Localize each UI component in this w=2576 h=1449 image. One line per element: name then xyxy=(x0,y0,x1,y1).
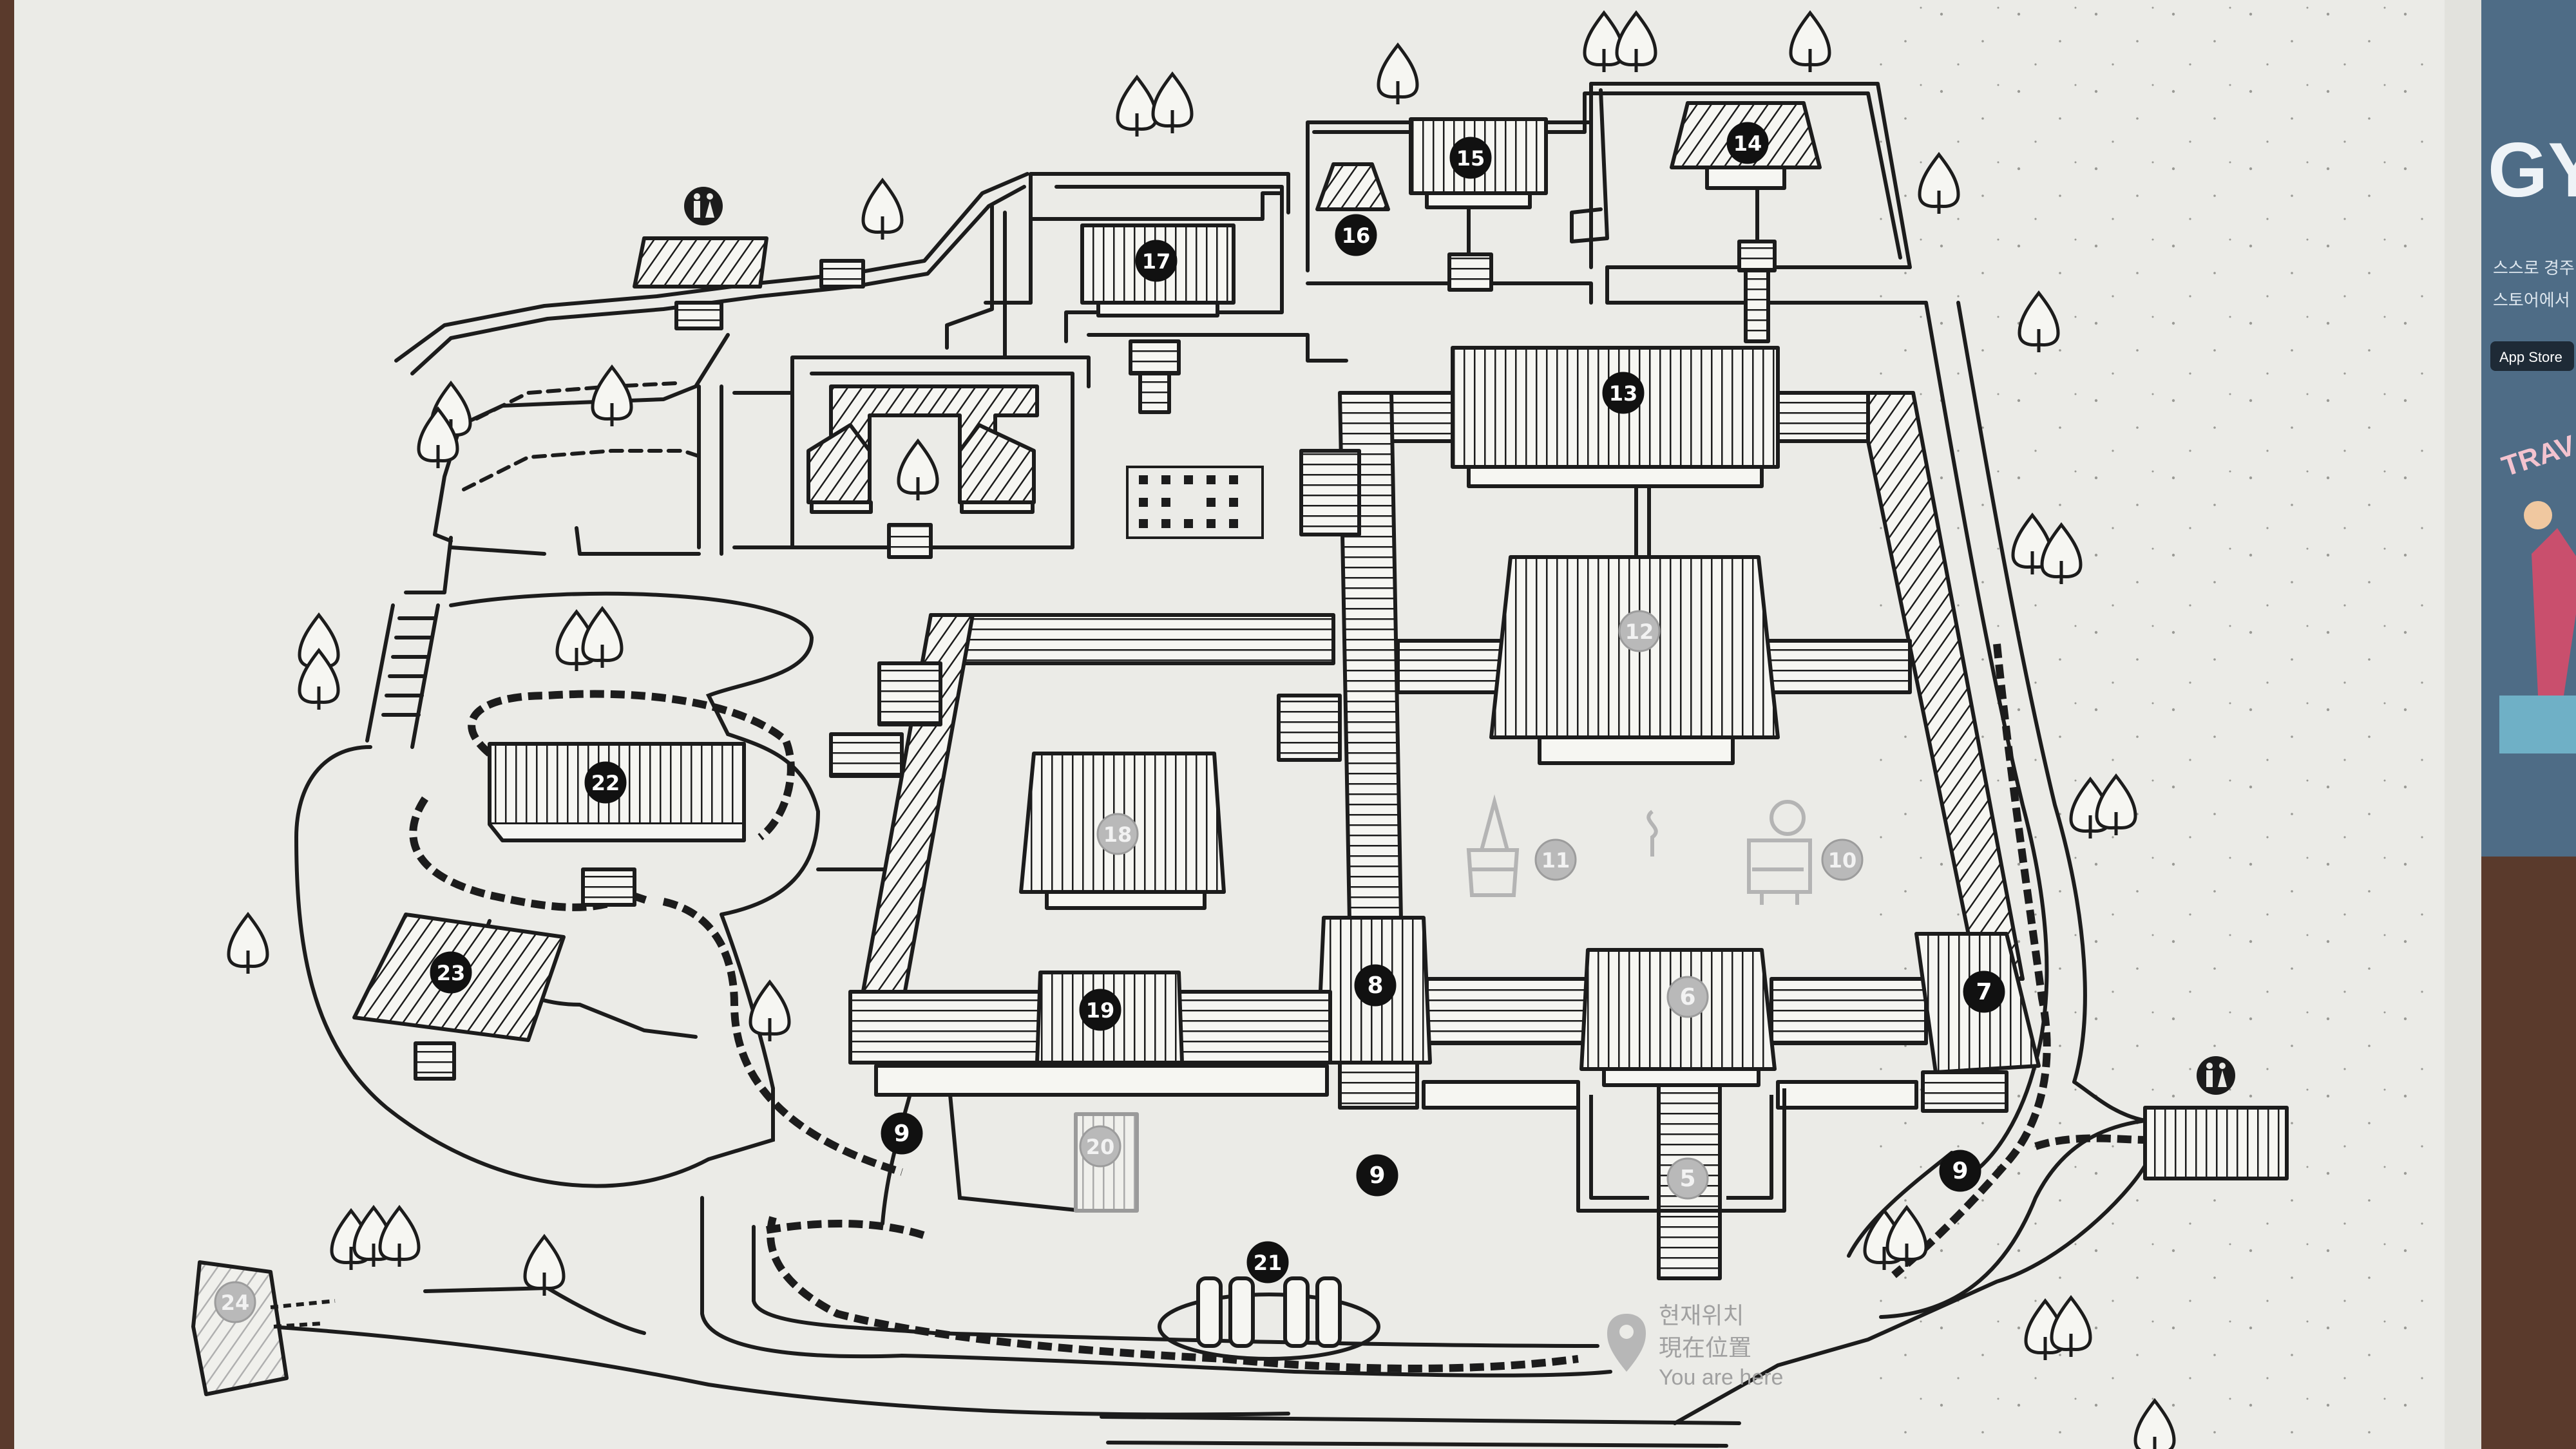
poster-text-line2: 스토어에서 xyxy=(2493,290,2570,310)
side-poster: GY 스스로 경주 스토어에서 App Store TRAV xyxy=(2481,0,2576,1449)
map-marker-number: 11 xyxy=(1541,848,1570,873)
map-marker-number: 20 xyxy=(1086,1135,1115,1159)
map-marker-number: 19 xyxy=(1086,998,1115,1023)
map-marker-badge xyxy=(1821,838,1864,881)
map-marker-badge xyxy=(1079,989,1121,1031)
map-marker-number: 9 xyxy=(1369,1162,1385,1189)
map-marker-badge xyxy=(1335,214,1377,256)
map-marker-badge xyxy=(430,951,472,994)
map-markers: 14 15 16 17 13 12 22 18 11 10 23 8 6 7 19 9 20 9 5 9 21 24 xyxy=(214,122,2005,1323)
map-marker-number: 16 xyxy=(1342,223,1371,248)
poster-text-line1: 스스로 경주 xyxy=(2493,258,2575,278)
here-label-ko: 현재위치 xyxy=(1659,1302,1744,1329)
map-marker-badge xyxy=(1135,240,1178,282)
map-marker-badge xyxy=(1666,1157,1709,1200)
map-marker-badge xyxy=(1079,1125,1121,1168)
map-marker-badge xyxy=(1354,964,1397,1007)
map-marker-badge xyxy=(1356,1154,1398,1197)
map-marker-badge xyxy=(1246,1241,1289,1283)
here-label-en: You are here xyxy=(1659,1365,1783,1390)
map-marker-badge xyxy=(1726,122,1769,164)
map-marker-number: 23 xyxy=(437,961,466,985)
map-marker-badge xyxy=(881,1112,923,1155)
map-marker-number: 9 xyxy=(1952,1158,1968,1184)
map-marker-badge xyxy=(1602,372,1645,414)
map-marker-number: 21 xyxy=(1254,1251,1283,1275)
map-marker-number: 5 xyxy=(1679,1166,1695,1192)
map-marker-number: 9 xyxy=(893,1121,910,1147)
poster-store-badge: App Store xyxy=(2499,349,2562,365)
here-label-cjk: 現在位置 xyxy=(1659,1334,1751,1361)
map-marker-badge xyxy=(1666,976,1709,1018)
map-marker-badge xyxy=(214,1281,256,1323)
map-marker-badge xyxy=(1618,610,1661,652)
poster-brand-text: GY xyxy=(2488,127,2576,213)
restroom-icon xyxy=(2197,1056,2235,1095)
location-pin-icon xyxy=(1607,1314,1646,1372)
map-marker-number: 17 xyxy=(1142,249,1171,274)
map-marker-number: 15 xyxy=(1456,146,1485,171)
map-marker-badge xyxy=(1963,971,2005,1013)
map-marker-number: 22 xyxy=(591,771,620,795)
map-marker-number: 12 xyxy=(1625,620,1654,644)
map-marker-number: 8 xyxy=(1367,972,1383,999)
map-marker-number: 6 xyxy=(1679,984,1695,1010)
restroom-icon xyxy=(684,187,723,225)
map-marker-badge xyxy=(1939,1150,1981,1192)
map-marker-number: 14 xyxy=(1733,131,1762,156)
map-marker-badge xyxy=(1096,813,1139,855)
map-marker-number: 13 xyxy=(1609,381,1638,406)
map-marker-badge xyxy=(584,761,627,804)
map-marker-badge xyxy=(1449,137,1492,179)
map-marker-badge xyxy=(1534,838,1577,881)
map-marker-number: 18 xyxy=(1103,822,1132,847)
map-marker-number: 24 xyxy=(221,1291,250,1315)
map-marker-number: 10 xyxy=(1828,848,1857,873)
map-marker-number: 7 xyxy=(1976,979,1992,1005)
